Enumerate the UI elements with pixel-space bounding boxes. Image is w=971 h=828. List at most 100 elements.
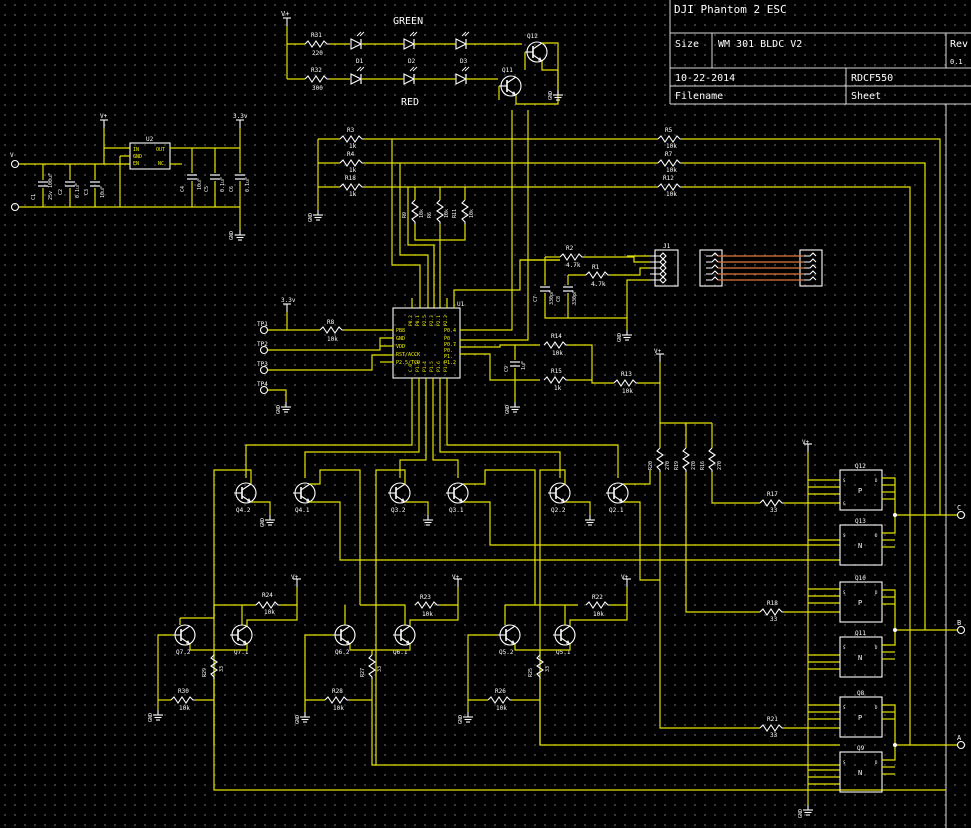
c9-ref: C9	[504, 366, 510, 372]
r6-ref: R6	[427, 212, 433, 218]
qm13-pin-s: S	[843, 533, 846, 538]
qm11-ref: Q11	[855, 630, 866, 637]
c2-value: 0.1uF	[75, 183, 81, 198]
r22-ref: R22	[592, 594, 603, 601]
vin-label: V	[10, 152, 14, 159]
r20-value: 270	[665, 461, 671, 470]
r20-ref: R20	[648, 461, 654, 470]
r27-ref: R27	[360, 668, 366, 677]
r31-ref: R31	[311, 32, 322, 39]
sheet-label: Sheet	[851, 91, 881, 102]
r16-value: 270	[717, 461, 723, 470]
q21-ref: Q2.1	[609, 507, 624, 514]
u1-pin-t1: P0.2	[408, 315, 414, 326]
r7-ref: R7	[665, 151, 673, 158]
r17-ref: R17	[767, 491, 778, 498]
u2-pin-out: OUT	[156, 147, 165, 153]
u2-pin-gnd: GND	[133, 154, 142, 160]
q52-ref: Q5.2	[499, 649, 514, 656]
c8-ref: C8	[556, 296, 562, 302]
qm11-pin-s: S	[843, 645, 846, 650]
qm11-body	[839, 636, 883, 678]
qm8-pin-d: D	[875, 705, 878, 710]
qm8-pin-s: S	[843, 705, 846, 710]
u2-pin-nc: NC	[158, 161, 164, 167]
u1-pin-t6: P2.2	[443, 315, 449, 326]
tp3-label: TP3	[257, 361, 268, 368]
reg-33v-label: 3.3v	[233, 113, 248, 120]
u1-pin-l1: PB8	[396, 328, 405, 334]
power-regulator-section: V V+ 3.3v C1 25v 100uF C2 0.1uF C3 10uF …	[10, 113, 251, 241]
q61-ref: Q6.1	[393, 649, 408, 656]
r24-ref: R24	[262, 592, 273, 599]
qm9-type: N	[858, 769, 862, 777]
pd2-vplus-c: V+	[621, 574, 629, 581]
r28-value: 10k	[333, 705, 344, 712]
mcu-section: U1 PB8 GND VDD RST/ACCK P2.5/TCD P0.4 P0…	[392, 259, 560, 381]
title-block: DJI Phantom 2 ESC Size WM 301 BLDC V2 Re…	[669, 0, 971, 828]
r13-ref: R13	[621, 371, 632, 378]
output-c-label: C	[957, 504, 961, 512]
r22-value: 10k	[593, 611, 604, 618]
size-value: WM 301 BLDC V2	[718, 39, 802, 50]
c4-ref: C4	[180, 186, 186, 192]
qm9-ref: Q9	[857, 745, 865, 752]
c6-ref: C6	[229, 186, 235, 192]
tp4-label: TP4	[257, 381, 268, 388]
u1-pin-b6: P1.7	[443, 361, 449, 372]
qm9-body	[839, 751, 883, 793]
r21-value: 33	[770, 732, 778, 739]
bridge-vplus-label: V+	[802, 439, 810, 446]
qm12-body	[839, 469, 883, 511]
u1-ref: U1	[457, 301, 465, 308]
d2-ref: D2	[408, 58, 416, 65]
r23-value: 10k	[422, 611, 433, 618]
pd1-gnd-label: GND	[260, 518, 266, 527]
qm9-pin-d: D	[875, 760, 878, 765]
u1-pin-r5: P1.	[444, 354, 453, 360]
led-gnd-label: GND	[548, 91, 554, 100]
sense-network-section: GND R3 1k R4 1k R18 1k R5 10k R7 10k R12…	[308, 127, 941, 745]
u1-pin-b3: P1.4	[422, 361, 428, 372]
project-title: DJI Phantom 2 ESC	[674, 3, 787, 16]
r26-value: 10k	[496, 705, 507, 712]
gate-divider-section: R20 270 R19 270 R16 270 R17 33 R18 33 R2…	[648, 383, 840, 739]
filename-label: Filename	[675, 91, 723, 102]
qm10-pin-s: S	[843, 590, 846, 595]
qm8-ref: Q8	[857, 690, 865, 697]
d3-ref: D3	[460, 58, 468, 65]
d1-ref: D1	[356, 58, 364, 65]
qm11-pin-d: D	[875, 645, 878, 650]
feedback-section: R14 10k R15 1k R13 10k V+ GND C9 1uF	[504, 333, 665, 414]
qm10-ref: Q10	[855, 575, 866, 582]
r14-value: 10k	[552, 350, 563, 357]
qm12-ref: Q12	[855, 463, 866, 470]
r9-value: 10k	[419, 209, 425, 218]
r15-value: 1k	[554, 385, 562, 392]
rev-value: 0.1	[950, 58, 963, 66]
r30-ref: R30	[178, 688, 189, 695]
c5-ref: C5	[204, 186, 210, 192]
u2-pin-en: EN	[133, 161, 139, 167]
r6-value: 10k	[444, 209, 450, 218]
reg-gnd-label: GND	[229, 231, 235, 240]
qm8-type: P	[858, 714, 862, 722]
u1-pin-t3: P2.5	[422, 315, 428, 326]
rev-label: Rev	[950, 39, 968, 50]
r5-ref: R5	[665, 127, 673, 134]
test-points-section: 3.3v R8 10k TP1 TP2 TP3 TP4 GND	[257, 297, 393, 414]
mcu-33v-label: 3.3v	[281, 297, 296, 304]
reg-vplus-label: V+	[100, 113, 108, 120]
r27-value: 33	[377, 666, 383, 672]
predriver-row-1: Q4.2 Q4.1 Q3.2 Q3.1 Q2.2 Q2.1 GND	[213, 469, 840, 765]
pd-gnd-c: GND	[458, 715, 464, 724]
qm10-pin-d: D	[875, 590, 878, 595]
bridge-gnd-label: GND	[798, 809, 804, 818]
c9-value: 1uF	[521, 361, 527, 370]
u1-pin-t4: P2.3	[429, 315, 435, 326]
c1-value: 25v 100uF	[48, 173, 54, 200]
r11-ref: R11	[452, 209, 458, 218]
r13-value: 10k	[622, 388, 633, 395]
q42-ref: Q4.2	[236, 507, 251, 514]
